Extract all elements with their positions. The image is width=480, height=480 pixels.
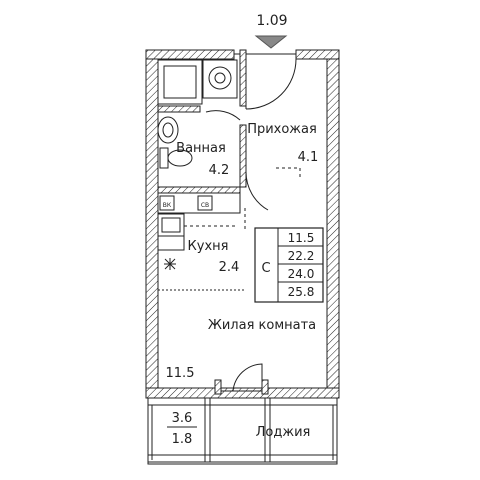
summary-value-3: 24.0 [288, 267, 315, 281]
kitchen-area: 2.4 [219, 260, 240, 275]
loggia-outline [147, 397, 338, 465]
living-room-name: Жилая комната [208, 318, 316, 333]
orientation-mark-label: 1.09 [256, 13, 287, 29]
bathroom-area: 4.2 [209, 163, 230, 178]
kitchen-name: Кухня [188, 239, 229, 254]
bathroom-east-wall-lower [239, 124, 247, 188]
entrance-door-swing [245, 58, 297, 110]
ventilation-icon [164, 258, 176, 270]
hallway-name: Прихожая [247, 122, 317, 137]
bathroom-name: Ванная [176, 141, 226, 156]
summary-value-4: 25.8 [288, 285, 315, 299]
toilet-bowl [167, 149, 193, 167]
west-wall [145, 49, 159, 396]
boiler-label: ВК [163, 202, 172, 209]
living-room-area: 11.5 [166, 366, 195, 381]
bathroom-partition [157, 105, 201, 113]
loggia-area-full: 3.6 [172, 411, 193, 426]
summary-value-1: 11.5 [288, 231, 315, 245]
loggia-name: Лоджия [256, 425, 311, 440]
meter-box [197, 195, 213, 211]
balcony-door-swing [232, 363, 263, 392]
area-summary-table: С 11.5 22.2 24.0 25.8 [254, 227, 324, 303]
bathroom-east-wall [239, 49, 247, 107]
meter-label: СВ [201, 202, 209, 209]
loggia-wall [145, 387, 340, 399]
orientation-arrow-icon [254, 35, 288, 49]
hallway-area: 4.1 [298, 150, 319, 165]
summary-value-2: 22.2 [288, 249, 315, 263]
summary-label: С [261, 261, 270, 276]
east-wall [326, 49, 340, 396]
toilet-tank [159, 147, 169, 169]
hallway-door-swing [245, 171, 269, 211]
boiler-box [159, 195, 175, 211]
cooktop [157, 235, 185, 251]
loggia-area-reduced: 1.8 [172, 432, 193, 447]
bathroom-door-swing [205, 110, 241, 121]
north-wall-right [295, 49, 340, 60]
north-wall-left [145, 49, 235, 60]
kitchen-bath-partition [157, 186, 241, 194]
